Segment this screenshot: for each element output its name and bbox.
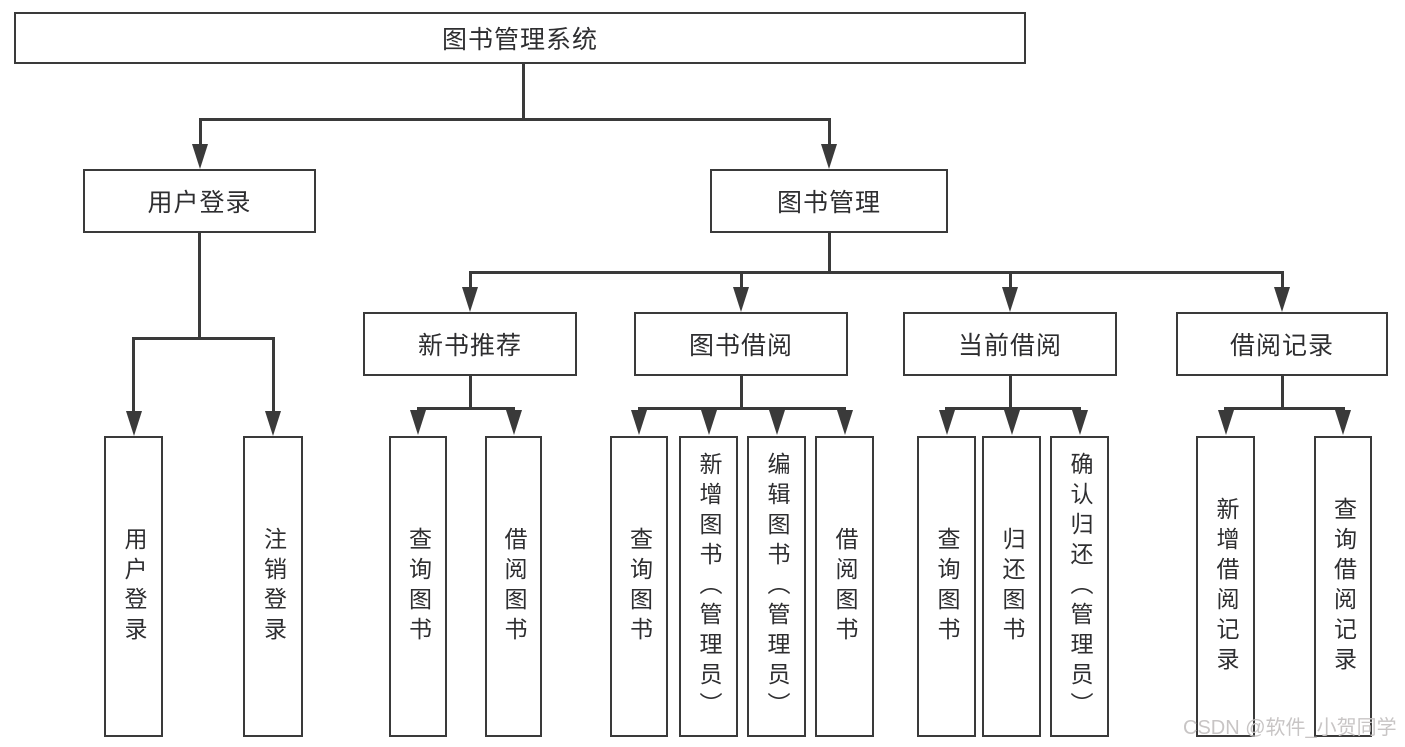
leaf-bb-query-books-label: 查询图书 <box>626 526 653 647</box>
arrowhead-current-borrowing <box>1002 287 1018 312</box>
leaf-bb-edit-books-admin: 编辑图书（管理员） <box>747 436 806 737</box>
arrowhead-rec-query-record <box>1335 410 1351 435</box>
leaf-logout-label: 注销登录 <box>260 526 287 647</box>
leaf-rec-query-record: 查询借阅记录 <box>1314 436 1372 737</box>
leaf-rec-add-record: 新增借阅记录 <box>1196 436 1255 737</box>
connector-leaf-user-login-drop <box>132 340 135 414</box>
leaf-bb-add-books-admin: 新增图书（管理员） <box>679 436 738 737</box>
connector-book-management-stem <box>827 233 831 274</box>
leaf-user-login-label: 用户登录 <box>121 526 147 647</box>
arrowhead-borrowing-records <box>1274 287 1290 312</box>
connector-book-borrowing-leaf-bar <box>637 407 846 410</box>
leaf-bb-borrow-books: 借阅图书 <box>815 436 874 737</box>
leaf-cb-return-books-label: 归还图书 <box>999 526 1025 647</box>
node-new-book-recommendation-label: 新书推荐 <box>417 332 522 360</box>
arrowhead-rec-add-record <box>1217 410 1234 435</box>
node-borrowing-records: 借阅记录 <box>1176 312 1388 376</box>
leaf-user-login: 用户登录 <box>104 436 163 737</box>
leaf-bb-edit-books-admin-label: 编辑图书（管理员） <box>764 451 790 722</box>
node-root-label: 图书管理系统 <box>441 26 598 54</box>
leaf-cb-confirm-return-admin-label: 确认归还（管理员） <box>1067 451 1093 722</box>
connector-user-login-stem <box>198 233 201 340</box>
arrowhead-bb-borrow-books <box>836 410 853 435</box>
arrowhead-user-login <box>192 144 208 169</box>
connector-user-login-bar <box>132 337 275 340</box>
connector-borrowing-records-leaf-bar <box>1224 407 1345 410</box>
node-root: 图书管理系统 <box>14 12 1026 64</box>
arrowhead-nb-query-books <box>410 410 426 435</box>
leaf-rec-add-record-label: 新增借阅记录 <box>1213 496 1239 677</box>
leaf-nb-borrow-books: 借阅图书 <box>485 436 542 737</box>
leaf-cb-query-books: 查询图书 <box>917 436 976 737</box>
connector-book-management-drop <box>827 121 831 146</box>
connector-level2-bar <box>468 271 1284 274</box>
node-current-borrowing-label: 当前借阅 <box>957 332 1062 360</box>
node-book-management: 图书管理 <box>710 169 948 233</box>
leaf-nb-query-books-label: 查询图书 <box>405 526 432 647</box>
leaf-logout: 注销登录 <box>243 436 303 737</box>
arrowhead-bb-query-books <box>631 410 647 435</box>
connector-book-borrowing-drop <box>739 274 743 290</box>
arrowhead-nb-borrow-books <box>505 410 522 435</box>
arrowhead-bb-add-books <box>700 410 717 435</box>
leaf-cb-confirm-return-admin: 确认归还（管理员） <box>1050 436 1109 737</box>
node-book-borrowing-label: 图书借阅 <box>688 332 793 360</box>
watermark: CSDN @软件_小贺同学 <box>1183 717 1397 739</box>
leaf-cb-query-books-label: 查询图书 <box>934 526 960 647</box>
connector-new-books-leaf-bar <box>416 407 515 410</box>
arrowhead-new-books <box>462 287 478 312</box>
node-user-login: 用户登录 <box>83 169 316 233</box>
node-borrowing-records-label: 借阅记录 <box>1229 332 1334 360</box>
connector-book-borrowing-down <box>739 376 743 410</box>
connector-level1-bar <box>198 118 831 121</box>
leaf-nb-query-books: 查询图书 <box>389 436 447 737</box>
leaf-nb-borrow-books-label: 借阅图书 <box>501 526 527 647</box>
connector-root-stem <box>521 64 525 121</box>
connector-current-borrowing-leaf-bar <box>945 407 1081 410</box>
arrowhead-leaf-user-login <box>125 411 142 436</box>
leaf-cb-return-books: 归还图书 <box>982 436 1041 737</box>
leaf-bb-query-books: 查询图书 <box>610 436 668 737</box>
node-current-borrowing: 当前借阅 <box>903 312 1117 376</box>
node-new-book-recommendation: 新书推荐 <box>363 312 577 376</box>
connector-current-borrowing-drop <box>1008 274 1012 290</box>
connector-leaf-logout-drop <box>271 340 275 414</box>
arrowhead-cb-query-books <box>938 410 955 435</box>
connector-user-login-drop <box>198 121 202 146</box>
connector-new-books-down <box>468 376 472 410</box>
node-book-borrowing: 图书借阅 <box>634 312 848 376</box>
arrowhead-cb-return-books <box>1003 410 1020 435</box>
arrowhead-book-borrowing <box>733 287 749 312</box>
arrowhead-leaf-logout <box>265 411 281 436</box>
connector-borrowing-records-drop <box>1280 274 1284 290</box>
leaf-rec-query-record-label: 查询借阅记录 <box>1330 496 1357 677</box>
node-book-management-label: 图书管理 <box>776 189 881 217</box>
node-user-login-label: 用户登录 <box>147 189 252 217</box>
leaf-bb-borrow-books-label: 借阅图书 <box>832 526 858 647</box>
connector-borrowing-records-down <box>1280 376 1284 410</box>
leaf-bb-add-books-admin-label: 新增图书（管理员） <box>696 451 722 722</box>
arrowhead-bb-edit-books <box>768 410 785 435</box>
connector-current-borrowing-down <box>1008 376 1012 410</box>
arrowhead-book-management <box>821 144 837 169</box>
arrowhead-cb-confirm-return <box>1071 410 1088 435</box>
connector-new-books-drop <box>468 274 472 290</box>
